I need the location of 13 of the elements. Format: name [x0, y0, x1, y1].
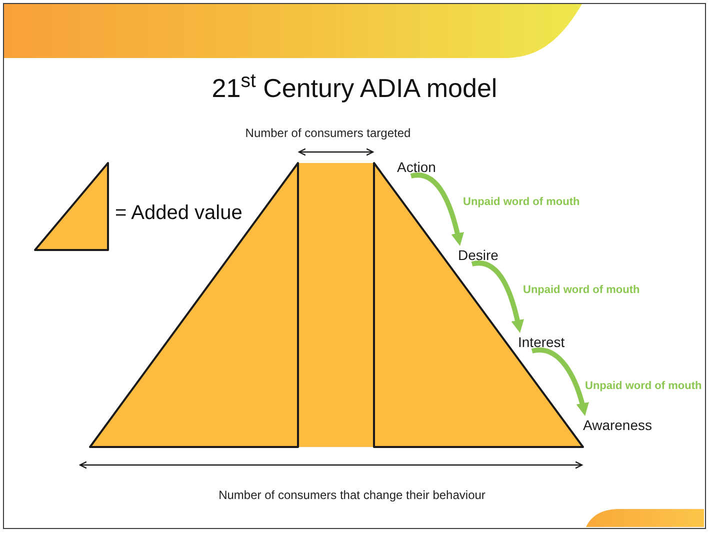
stage-label: Interest: [518, 334, 565, 350]
edge-label: Unpaid word of mouth: [523, 283, 640, 297]
edge-label: Unpaid word of mouth: [585, 379, 702, 393]
axis-caption: Number of consumers targeted: [245, 125, 411, 141]
curved-arrow: [532, 348, 589, 417]
stage-label: Desire: [458, 247, 498, 263]
slide-title: 21$^{st}$ Century ADIA model: [210, 72, 498, 104]
stage-label: Awareness: [583, 417, 652, 433]
edge-label: Unpaid word of mouth: [463, 195, 580, 209]
curved-arrow: [472, 260, 524, 334]
legend-text: = Added value: [115, 201, 242, 225]
stage-label: Action: [397, 159, 436, 175]
axis-caption: Number of consumers that change their behaviour: [218, 487, 486, 503]
